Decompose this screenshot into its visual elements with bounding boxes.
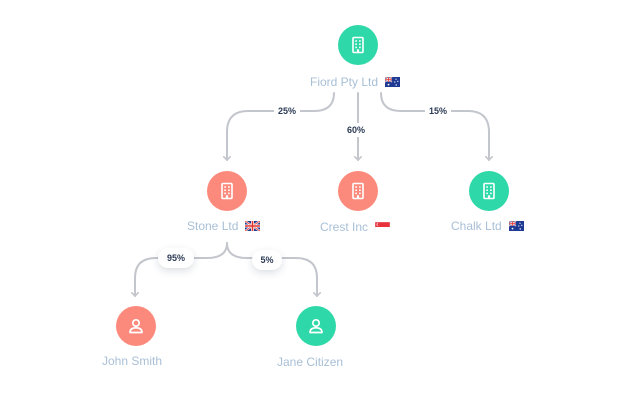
australia-flag-icon	[508, 221, 524, 231]
chalk-name: Chalk Ltd	[451, 219, 502, 233]
edge-fiord-chalk	[380, 92, 493, 161]
edge-stone-jane	[226, 242, 321, 297]
singapore-flag-icon	[375, 222, 391, 232]
edge-stone-john	[131, 242, 228, 297]
edge-label-fiord-chalk: 15%	[425, 104, 452, 118]
uk-flag-icon	[245, 221, 261, 231]
stone-name: Stone Ltd	[187, 219, 239, 233]
edge-label-fiord-stone: 25%	[274, 104, 301, 118]
edge-fiord-stone	[223, 92, 335, 161]
edge-label-stone-jane: 5%	[252, 250, 282, 270]
chalk-node-icon[interactable]	[469, 171, 509, 211]
john-node-label: John Smith	[102, 354, 162, 368]
crest-name: Crest Inc	[320, 220, 369, 234]
building-icon	[352, 182, 364, 200]
edge-label-fiord-crest: 60%	[343, 123, 370, 137]
jane-node-icon[interactable]	[296, 306, 336, 346]
chalk-node-label: Chalk Ltd	[451, 219, 524, 233]
australia-flag-icon	[385, 77, 401, 87]
fiord-name: Fiord Pty Ltd	[310, 75, 379, 89]
building-icon	[221, 182, 233, 200]
building-icon	[483, 182, 495, 200]
fiord-node-label: Fiord Pty Ltd	[310, 75, 401, 89]
stone-node-label: Stone Ltd	[187, 219, 261, 233]
person-icon	[309, 318, 323, 334]
jane-name: Jane Citizen	[277, 355, 344, 369]
jane-node-label: Jane Citizen	[277, 355, 343, 369]
john-node-icon[interactable]	[116, 306, 156, 346]
john-name: John Smith	[102, 354, 163, 368]
crest-node-icon[interactable]	[338, 171, 378, 211]
building-icon	[352, 36, 364, 54]
person-icon	[129, 318, 143, 334]
stone-node-icon[interactable]	[207, 171, 247, 211]
edge-label-stone-john: 95%	[158, 248, 194, 268]
crest-node-label: Crest Inc	[320, 220, 391, 234]
fiord-node-icon[interactable]	[338, 25, 378, 65]
